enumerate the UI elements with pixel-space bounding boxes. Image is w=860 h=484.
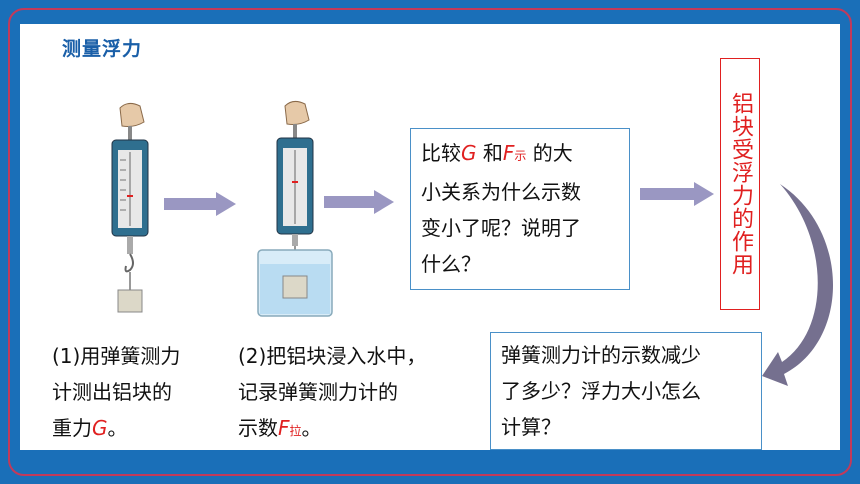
text-and: 和 [476, 141, 503, 165]
step1-symbol-g: G [92, 416, 108, 440]
question-box-compare: 比较G 和F示 的大 小关系为什么示数 变小了呢？说明了 什么？ [410, 128, 630, 290]
step1-line-3: 重力G。 [52, 410, 180, 446]
arrow-2-icon [324, 190, 394, 214]
step1-line-1: (1)用弹簧测力 [52, 344, 181, 368]
step2-line-1: (2)把铝块浸入水中， [238, 344, 427, 368]
conclusion-box: 铝块受浮力的作用 [720, 58, 760, 310]
step2-subscript-la: 拉 [289, 424, 302, 438]
subscript-shi: 示 [514, 149, 527, 163]
symbol-f: F [502, 141, 515, 165]
step2-line-2: 记录弹簧测力计的 [238, 380, 398, 404]
text-compare: 比较 [421, 141, 461, 165]
page-title: 测量浮力 [62, 38, 143, 60]
step2-caption: (2)把铝块浸入水中， 记录弹簧测力计的 示数F拉。 [238, 338, 426, 449]
arrow-3-icon [640, 182, 714, 206]
spring-scale-weighing-illustration [111, 102, 149, 313]
step2-period: 。 [301, 416, 322, 440]
step2-line-3: 示数F拉。 [238, 410, 426, 449]
step1-period: 。 [107, 416, 128, 440]
text-da: 的大 [526, 141, 573, 165]
step1-caption: (1)用弹簧测力 计测出铝块的 重力G。 [52, 338, 180, 446]
step1-line-2: 计测出铝块的 [52, 380, 172, 404]
question2-line-3: 计算？ [501, 415, 561, 439]
question-box-calculate: 弹簧测力计的示数减少 了多少？浮力大小怎么 计算？ [490, 332, 762, 450]
curved-arrow-icon [762, 184, 834, 386]
question2-line-2: 了多少？浮力大小怎么 [501, 379, 701, 403]
spring-scale-in-water-illustration [257, 100, 333, 317]
bottom-bar [20, 450, 840, 464]
question-line-2: 小关系为什么示数 [421, 180, 581, 204]
question-line-3: 变小了呢？说明了 [421, 216, 581, 240]
question-line-1: 比较G 和F示 的大 [421, 135, 619, 174]
slide-frame [8, 8, 852, 476]
step1-text-gravity: 重力 [52, 416, 92, 440]
question-line-4: 什么？ [421, 252, 481, 276]
step2-symbol-f: F [278, 416, 290, 440]
symbol-g: G [461, 141, 477, 165]
arrow-1-icon [164, 192, 236, 216]
question2-line-1: 弹簧测力计的示数减少 [501, 343, 701, 367]
step2-text-reading: 示数 [238, 416, 278, 440]
